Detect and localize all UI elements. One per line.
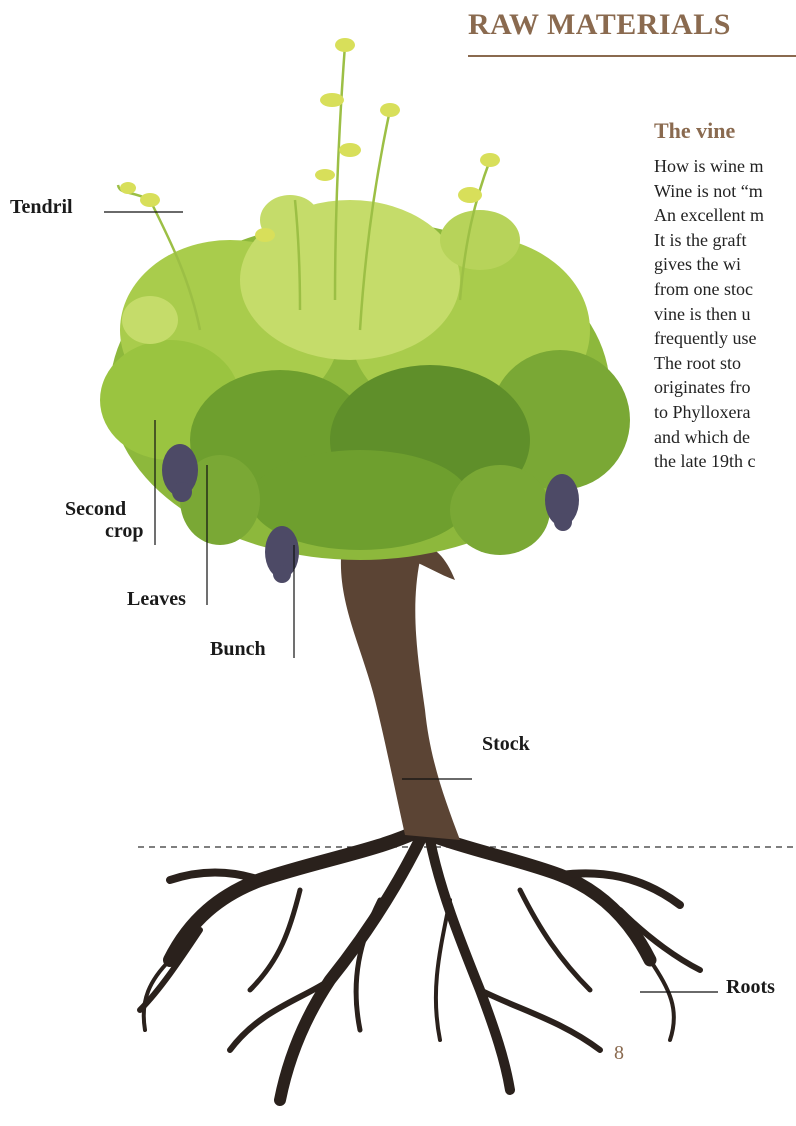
label-tendril: Tendril (10, 196, 73, 219)
label-leaves: Leaves (127, 588, 186, 611)
label-bunch: Bunch (210, 638, 266, 661)
label-second-crop-1: Second (65, 498, 126, 521)
label-second-crop-2: crop (105, 520, 144, 543)
label-roots: Roots (726, 976, 775, 999)
page-number: 8 (614, 1042, 624, 1065)
grape-bunch-right (545, 474, 579, 531)
label-stock: Stock (482, 733, 530, 756)
